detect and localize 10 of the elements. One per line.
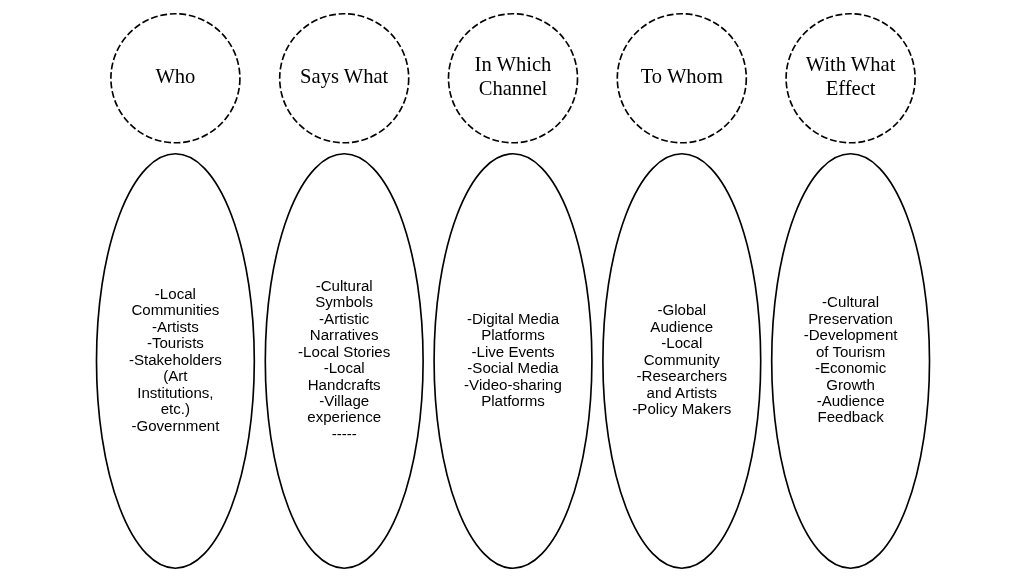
node-ellipse: -Cultural Symbols -Artistic Narratives -Local Stories -Local Handcrafts -Village experience ----- bbox=[263, 152, 424, 570]
node-circle: In Which Channel bbox=[447, 12, 578, 144]
node-ellipse: -Digital Media Platforms -Live Events -Social Media -Video-sharing Platforms bbox=[432, 152, 593, 570]
node-ellipse: -Local Communities -Artists -Tourists -Stakeholders (Art Institutions, etc.) -Government bbox=[95, 152, 255, 570]
node-circle: With What Effect bbox=[784, 12, 916, 144]
node-circle: To Whom bbox=[615, 12, 747, 144]
node-circle: Says What bbox=[278, 12, 410, 144]
node-circle: Who bbox=[109, 12, 241, 144]
node-ellipse: -Cultural Preservation -Development of Tourism -Economic Growth -Audience Feedback bbox=[770, 152, 930, 570]
node-ellipse: -Global Audience -Local Community -Researchers and Artists -Policy Makers bbox=[601, 152, 762, 570]
